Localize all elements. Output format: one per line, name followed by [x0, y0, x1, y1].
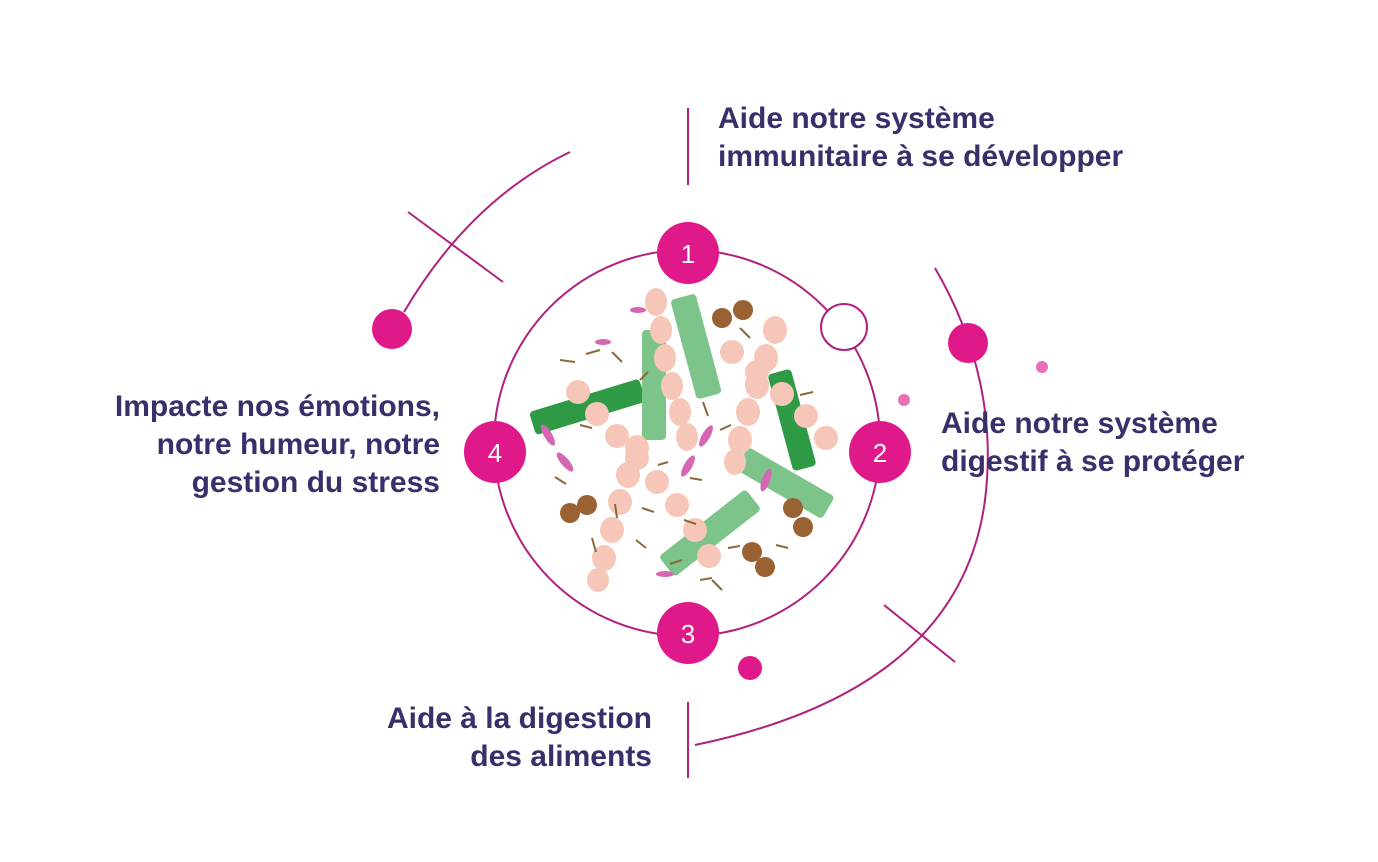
decor-dot-small-mid	[898, 394, 910, 406]
step-1-line-1: Aide notre système	[718, 102, 995, 135]
step-marker-3: 3	[657, 602, 719, 664]
step-3-line-2: des aliments	[470, 740, 652, 773]
step-1-label: Aide notre système immunitaire à se déve…	[718, 100, 1123, 176]
step-3-line-1: Aide à la digestion	[386, 702, 652, 735]
decor-dot-small-right	[1036, 361, 1048, 373]
step-1-line-2: immunitaire à se développer	[718, 140, 1124, 173]
step-marker-2: 2	[849, 421, 911, 483]
step-2-line-1: Aide notre système	[941, 407, 1218, 440]
step-2-label: Aide notre système digestif à se protége…	[941, 405, 1244, 481]
decor-dot-left	[372, 309, 412, 349]
step-4-label: Impacte nos émotions, notre humeur, notr…	[100, 388, 440, 502]
bacteria-cluster	[529, 288, 838, 592]
step-4-line-2: notre humeur, notre	[156, 428, 440, 461]
step-number-3: 3	[681, 619, 695, 649]
step-number-1: 1	[681, 239, 695, 269]
step-number-2: 2	[873, 438, 887, 468]
step-3-label: Aide à la digestion des aliments	[380, 700, 652, 776]
step-2-line-2: digestif à se protéger	[941, 445, 1245, 478]
step-4-line-3: gestion du stress	[191, 466, 440, 499]
step-marker-1: 1	[657, 222, 719, 284]
decor-dot-bottom	[738, 656, 762, 680]
tick-line-right-diagonal	[883, 604, 956, 663]
decor-dot-right	[948, 323, 988, 363]
step-marker-4: 4	[464, 421, 526, 483]
step-number-4: 4	[488, 438, 502, 468]
step-4-line-1: Impacte nos émotions,	[114, 390, 440, 423]
outer-arc-left	[403, 151, 571, 313]
tick-line-left-diagonal	[407, 211, 504, 283]
decor-ring-hollow	[820, 303, 868, 351]
